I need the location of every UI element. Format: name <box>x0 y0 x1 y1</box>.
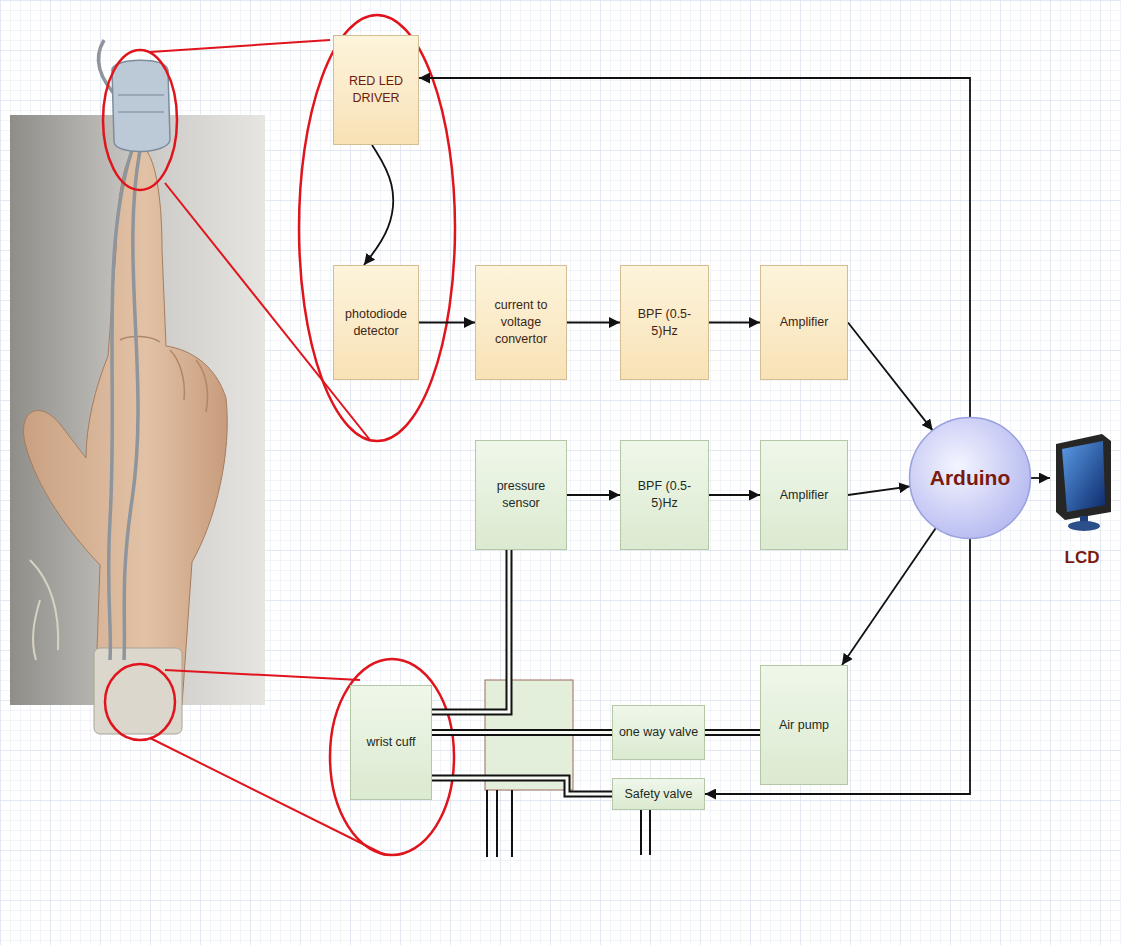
callout-line <box>165 670 360 680</box>
signal-arrow <box>848 323 933 431</box>
finger-clip-drawing <box>112 60 170 151</box>
amplifier-box: Amplifier <box>760 265 848 380</box>
node-label: Safety valve <box>624 786 692 803</box>
connector-group <box>842 528 936 665</box>
air-tube <box>705 729 760 736</box>
monitor-stand <box>1068 521 1100 531</box>
callout-ellipse <box>105 664 175 740</box>
tube-bore <box>432 731 612 734</box>
open-tube <box>487 790 512 857</box>
node-label: Air pump <box>779 717 829 734</box>
node-label: LCD <box>1065 547 1100 570</box>
connector-group <box>705 732 760 733</box>
callout-ellipse <box>330 659 454 855</box>
air-tube <box>432 729 612 736</box>
node-label: Amplifier <box>780 487 829 504</box>
node-label: photodiode detector <box>338 306 414 340</box>
connector-group <box>567 495 620 496</box>
monitor-icon <box>1050 432 1114 532</box>
node-label: BPF (0.5-5)Hz <box>625 478 704 512</box>
signal-arrow <box>705 539 970 795</box>
monitor-frame <box>1056 434 1111 520</box>
tube-bore <box>705 731 760 734</box>
connector-group <box>432 732 612 733</box>
signal-arrow <box>842 528 936 665</box>
connector-group <box>705 539 970 795</box>
monitor-screen <box>1062 441 1105 512</box>
node-label: RED LED DRIVER <box>338 73 414 107</box>
converter-box: current to voltage convertor <box>475 265 567 380</box>
tube-bore <box>432 778 612 794</box>
signal-arrow <box>848 486 910 495</box>
pressure-sensor-box: pressure sensor <box>475 440 567 550</box>
strap-wires <box>30 560 58 660</box>
circle-fill <box>910 418 1031 539</box>
vent-tube <box>641 810 650 855</box>
connector-group <box>364 145 393 265</box>
signal-arrow <box>419 322 475 324</box>
connector-group <box>709 495 760 496</box>
node-label: Amplifier <box>780 314 829 331</box>
connector-group <box>419 322 475 323</box>
lcd-monitor: LCD <box>1050 432 1114 572</box>
filter-box: BPF (0.5-5)Hz <box>620 440 709 550</box>
node-label: one way valve <box>619 724 698 741</box>
signal-arrow <box>419 78 970 418</box>
hand-drawing <box>23 147 227 706</box>
signal-arrow <box>709 494 760 496</box>
callout-ellipse <box>103 50 177 190</box>
signal-arrow <box>709 322 760 324</box>
sensor-cables <box>109 150 140 660</box>
connector-group <box>848 323 933 431</box>
clip-ridges <box>118 95 164 112</box>
signal-arrow <box>364 145 393 265</box>
finger-folds <box>120 336 208 412</box>
tube-bore <box>432 550 509 712</box>
connector-group <box>432 778 612 794</box>
node-label: pressure sensor <box>480 478 562 512</box>
node-label: current to voltage convertor <box>480 297 562 348</box>
connector-group <box>709 322 760 323</box>
valve-box: one way valve <box>612 705 705 760</box>
node-label: Arduino <box>930 464 1010 492</box>
wrist-cuff-box: wrist cuff <box>350 685 432 800</box>
signal-arrow <box>567 322 620 324</box>
connector-group <box>567 322 620 323</box>
connector-group <box>1031 478 1051 479</box>
signal-arrow <box>1031 477 1051 479</box>
filter-box: BPF (0.5-5)Hz <box>620 265 709 380</box>
led-driver-box: RED LED DRIVER <box>333 35 419 145</box>
air-tube <box>432 550 509 712</box>
connector-group <box>432 550 509 712</box>
air-tube <box>432 778 612 794</box>
node-label: BPF (0.5-5)Hz <box>625 306 704 340</box>
amplifier-box: Amplifier <box>760 440 848 550</box>
photo-background <box>10 115 265 705</box>
arduino-circle: Arduino <box>908 416 1032 540</box>
valve-box: Safety valve <box>612 778 705 810</box>
connector-group <box>848 486 910 495</box>
node-label: wrist cuff <box>366 734 415 751</box>
pump-box: Air pump <box>760 665 848 785</box>
callout-line <box>150 40 330 52</box>
connector-group <box>419 78 970 418</box>
photodiode-box: photodiode detector <box>333 265 419 380</box>
signal-arrow <box>567 494 620 496</box>
